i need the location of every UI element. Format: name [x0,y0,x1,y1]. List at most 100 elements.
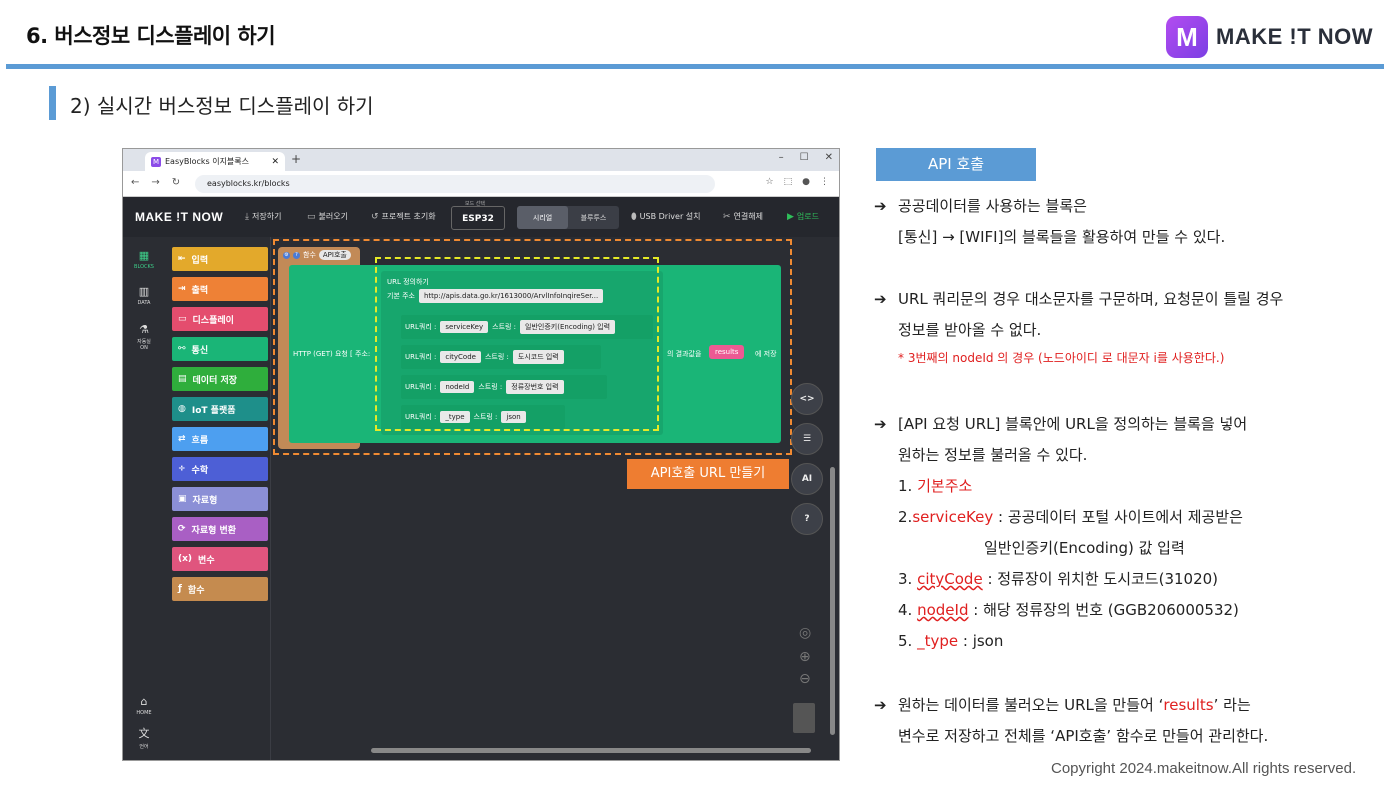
block-workspace[interactable]: ⚙ ? 함수 API호출 HTTP (GET) 요청 [ 주소: 의 결과값을 … [271,237,839,760]
http-get-block[interactable]: HTTP (GET) 요청 [ 주소: 의 결과값을 results 에 저장 … [289,265,781,443]
query-key-field[interactable]: cityCode [440,351,481,363]
logo-text: MAKE !T NOW [1216,24,1374,49]
input-icon: ⇤ [178,254,186,264]
trash-icon[interactable] [793,703,815,733]
browser-menu-icon[interactable]: ⋮ [820,177,829,187]
minimize-icon[interactable]: – [778,152,784,163]
chart-icon: ▥ [138,285,150,298]
category-flow[interactable]: ⇄흐름 [172,427,268,451]
disconnect-button[interactable]: ✂연결해제 [723,211,763,222]
browser-tab[interactable]: M EasyBlocks 이지블록스 ✕ [145,152,285,171]
board-select[interactable]: ESP32 [451,206,505,230]
save-button[interactable]: ⤓저장하기 [245,211,282,222]
flask-icon: ⚗ [139,323,149,336]
unplug-icon: ✂ [723,211,731,222]
rail-blocks[interactable]: ▦BLOCKS [123,249,165,270]
upload-button[interactable]: ▶업로드 [787,211,820,222]
zoom-out-icon[interactable]: ⊖ [799,671,811,687]
output-icon: ⇥ [178,284,186,294]
category-datatype[interactable]: ▣자료형 [172,487,268,511]
help-button[interactable]: ? [791,503,823,535]
code-view-button[interactable]: <> [791,383,823,415]
reload-icon[interactable]: ↻ [171,177,181,188]
category-data-storage[interactable]: ▤데이터 저장 [172,367,268,391]
serial-button[interactable]: 시리얼 [517,206,568,229]
url-input[interactable]: easyblocks.kr/blocks [195,175,715,193]
category-iot-platform[interactable]: ◍IoT 플랫폼 [172,397,268,421]
query-key-field[interactable]: nodeId [440,381,475,393]
base-url-row: 기본 주소 http://apis.data.go.kr/1613000/Arv… [387,289,604,303]
maximize-icon[interactable]: ☐ [799,152,809,163]
base-url-field[interactable]: http://apis.data.go.kr/1613000/ArvlInfoI… [419,289,604,303]
gear-icon[interactable]: ⚙ [283,251,290,259]
tab-title: EasyBlocks 이지블록스 [165,157,250,166]
brand-logo: M MAKE !T NOW [1166,16,1373,58]
query-value-field[interactable]: 도시코드 입력 [512,350,564,364]
http-get-label: HTTP (GET) 요청 [ 주소: [293,350,371,358]
forward-icon[interactable]: → [151,177,160,188]
tab-strip: M EasyBlocks 이지블록스 ✕ + – ☐ ✕ [123,149,839,171]
category-display[interactable]: ▭디스플레이 [172,307,268,331]
app-logo: MAKE !T NOW [135,210,224,224]
subtitle-accent-bar [49,86,56,120]
new-tab-icon[interactable]: + [291,152,302,166]
query-value-field[interactable]: 정류장번호 입력 [506,380,564,394]
rail-home[interactable]: ⌂HOME [123,695,165,716]
zoom-in-icon[interactable]: ⊕ [799,649,811,665]
play-icon: ▶ [787,211,794,222]
close-window-icon[interactable]: ✕ [824,152,833,163]
category-variable[interactable]: (x)변수 [172,547,268,571]
iot-icon: ◍ [178,404,186,414]
vertical-scrollbar[interactable] [830,467,835,735]
note-results-variable: ➔원하는 데이터를 불러오는 URL을 만들어 ‘results’ 라는 변수로… [874,690,1268,752]
tab-close-icon[interactable]: ✕ [271,156,279,167]
comment-button[interactable]: ☰ [791,423,823,455]
rail-data[interactable]: ▥DATA [123,285,165,306]
note-communication-blocks: ➔공공데이터를 사용하는 블록은 [통신] → [WIFI]의 블록들을 활용하… [874,191,1225,253]
display-icon: ▭ [178,314,187,324]
browser-window: M EasyBlocks 이지블록스 ✕ + – ☐ ✕ ← → ↻ easyb… [122,148,840,761]
query-value-field[interactable]: 일반인증키(Encoding) 입력 [520,320,616,334]
query-row-servicekey[interactable]: URL쿼리 : serviceKey 스트링 : 일반인증키(Encoding)… [401,315,653,339]
ai-button[interactable]: AI [791,463,823,495]
function-name-field[interactable]: API호출 [318,250,351,260]
recenter-icon[interactable]: ◎ [799,625,812,641]
note-case-sensitive: ➔URL 쿼리문의 경우 대소문자를 구문하며, 요청문이 틀릴 경우 정보를 … [874,284,1283,346]
extension-icon[interactable]: ⬚ [783,177,793,187]
load-button[interactable]: ▭불러오기 [307,211,348,222]
horizontal-scrollbar[interactable] [371,748,811,753]
back-icon[interactable]: ← [131,177,140,188]
category-input[interactable]: ⇤입력 [172,247,268,271]
query-key-field[interactable]: _type [440,411,470,423]
window-controls: – ☐ ✕ [779,152,833,163]
category-math[interactable]: ÷수학 [172,457,268,481]
url-define-block[interactable]: URL 정의하기 기본 주소 http://apis.data.go.kr/16… [381,271,663,435]
results-variable[interactable]: results [709,345,745,359]
blocks-icon: ▦ [138,249,150,262]
highlight-url-box [375,257,659,431]
usb-driver-button[interactable]: ⬮USB Driver 설치 [631,211,701,222]
network-icon: ⚯ [178,344,186,354]
query-value-field[interactable]: json [501,411,526,423]
profile-icon[interactable]: ● [802,177,810,187]
reset-project-button[interactable]: ↺프로젝트 초기화 [371,211,436,222]
category-type-conversion[interactable]: ⟳자료형 변환 [172,517,268,541]
category-output[interactable]: ⇥출력 [172,277,268,301]
logo-mark-icon: M [1166,16,1208,58]
query-row-type[interactable]: URL쿼리 : _type 스트링 : json [401,405,565,429]
category-communication[interactable]: ⚯통신 [172,337,268,361]
query-row-citycode[interactable]: URL쿼리 : cityCode 스트링 : 도시코드 입력 [401,345,601,369]
bookmark-star-icon[interactable]: ☆ [765,177,774,187]
query-key-field[interactable]: serviceKey [440,321,489,333]
flow-icon: ⇄ [178,434,186,444]
store-label: 에 저장 [755,350,777,358]
url-define-label: URL 정의하기 [387,278,429,286]
download-icon: ⤓ [245,211,249,222]
bluetooth-button[interactable]: 블루투스 [580,213,607,222]
query-row-nodeid[interactable]: URL쿼리 : nodeId 스트링 : 정류장번호 입력 [401,375,607,399]
help-icon[interactable]: ? [293,251,300,259]
